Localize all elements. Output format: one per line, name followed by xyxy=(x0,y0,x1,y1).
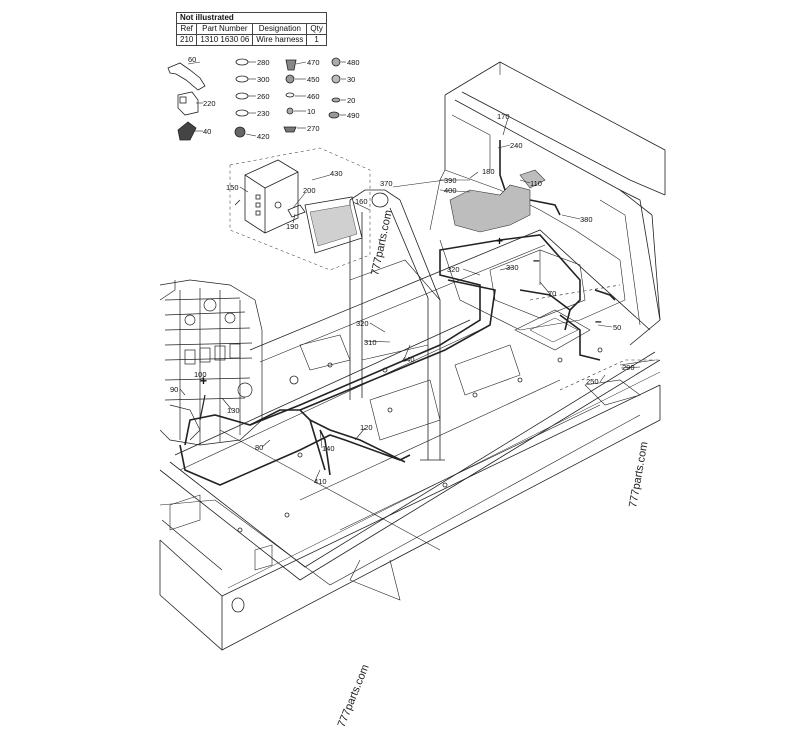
callout-240: 240 xyxy=(510,141,523,150)
watermark-3: 777parts.com xyxy=(336,663,372,729)
ref-10: 10 xyxy=(307,107,315,116)
cable-harness xyxy=(179,140,616,486)
not-illustrated-table: Not illustrated Ref Part Number Designat… xyxy=(175,12,327,46)
callout-110: 110 xyxy=(530,179,542,188)
callout-170: 170 xyxy=(497,112,510,121)
watermark-1: 777parts.com xyxy=(369,209,395,277)
legend-part-numbers: 60 220 40 280 300 260 230 420 470 450 46… xyxy=(188,55,360,141)
callout-150: 150 xyxy=(226,183,239,192)
ref-220: 220 xyxy=(203,99,216,108)
callout-80: 80 xyxy=(255,443,263,452)
ref-260: 260 xyxy=(257,92,270,101)
callout-290: 290 xyxy=(622,363,635,372)
callout-200: 200 xyxy=(303,186,316,195)
callout-180: 180 xyxy=(482,167,495,176)
canopy-housing xyxy=(429,61,666,406)
ref-270: 270 xyxy=(307,124,320,133)
plus-sign-2: + xyxy=(200,374,207,388)
callout-190: 190 xyxy=(286,222,299,231)
callout-250: 250 xyxy=(586,377,599,386)
ref-40: 40 xyxy=(203,127,211,136)
callout-50: 50 xyxy=(613,323,621,332)
ref-60: 60 xyxy=(188,55,196,64)
cell-qty: 1 xyxy=(306,34,327,46)
callout-410: 410 xyxy=(314,477,327,486)
ref-280: 280 xyxy=(257,58,270,67)
cell-ref: 210 xyxy=(175,34,198,46)
callout-numbers: 430 150 200 190 160 370 170 240 390 400 … xyxy=(170,112,635,486)
callout-400: 400 xyxy=(444,186,457,195)
ref-230: 230 xyxy=(257,109,270,118)
callout-140: 140 xyxy=(322,444,335,453)
callout-310: 310 xyxy=(364,338,377,347)
ref-490: 490 xyxy=(347,111,360,120)
ref-30: 30 xyxy=(347,75,355,84)
callout-320-lower: 320 xyxy=(356,319,369,328)
table-row: 210 1310 1630 06 Wire harness 1 xyxy=(175,34,327,46)
minus-sign-2: – xyxy=(595,314,602,328)
minus-sign-1: – xyxy=(533,253,540,267)
cell-part-number: 1310 1630 06 xyxy=(196,34,254,46)
polarity-markers: + – + – xyxy=(200,234,602,388)
callout-120: 120 xyxy=(360,423,373,432)
callout-390: 390 xyxy=(444,176,457,185)
callout-440: 440 xyxy=(402,355,415,364)
watermark-2: 777parts.com xyxy=(627,441,650,509)
header-qty: Qty xyxy=(306,23,327,35)
ref-420: 420 xyxy=(257,132,270,141)
callout-430: 430 xyxy=(330,169,343,178)
ref-450: 450 xyxy=(307,75,320,84)
base-frame xyxy=(159,229,661,651)
leader-lines xyxy=(179,61,660,482)
callout-380: 380 xyxy=(580,215,593,224)
callout-330: 330 xyxy=(506,263,519,272)
legend-icons xyxy=(167,57,341,141)
callout-70: 70 xyxy=(548,289,556,298)
plus-sign-1: + xyxy=(496,234,503,248)
callout-320-upper: 320 xyxy=(447,265,460,274)
ref-480: 480 xyxy=(347,58,360,67)
engine-assembly xyxy=(159,279,263,446)
callout-130: 130 xyxy=(227,406,240,415)
callout-160: 160 xyxy=(355,197,368,206)
callout-100: 100 xyxy=(194,370,207,379)
callout-90: 90 xyxy=(170,385,178,394)
ref-300: 300 xyxy=(257,75,270,84)
callout-370: 370 xyxy=(380,179,393,188)
ref-470: 470 xyxy=(307,58,320,67)
ref-460: 460 xyxy=(307,92,320,101)
ref-20: 20 xyxy=(347,96,355,105)
control-box xyxy=(229,147,371,271)
